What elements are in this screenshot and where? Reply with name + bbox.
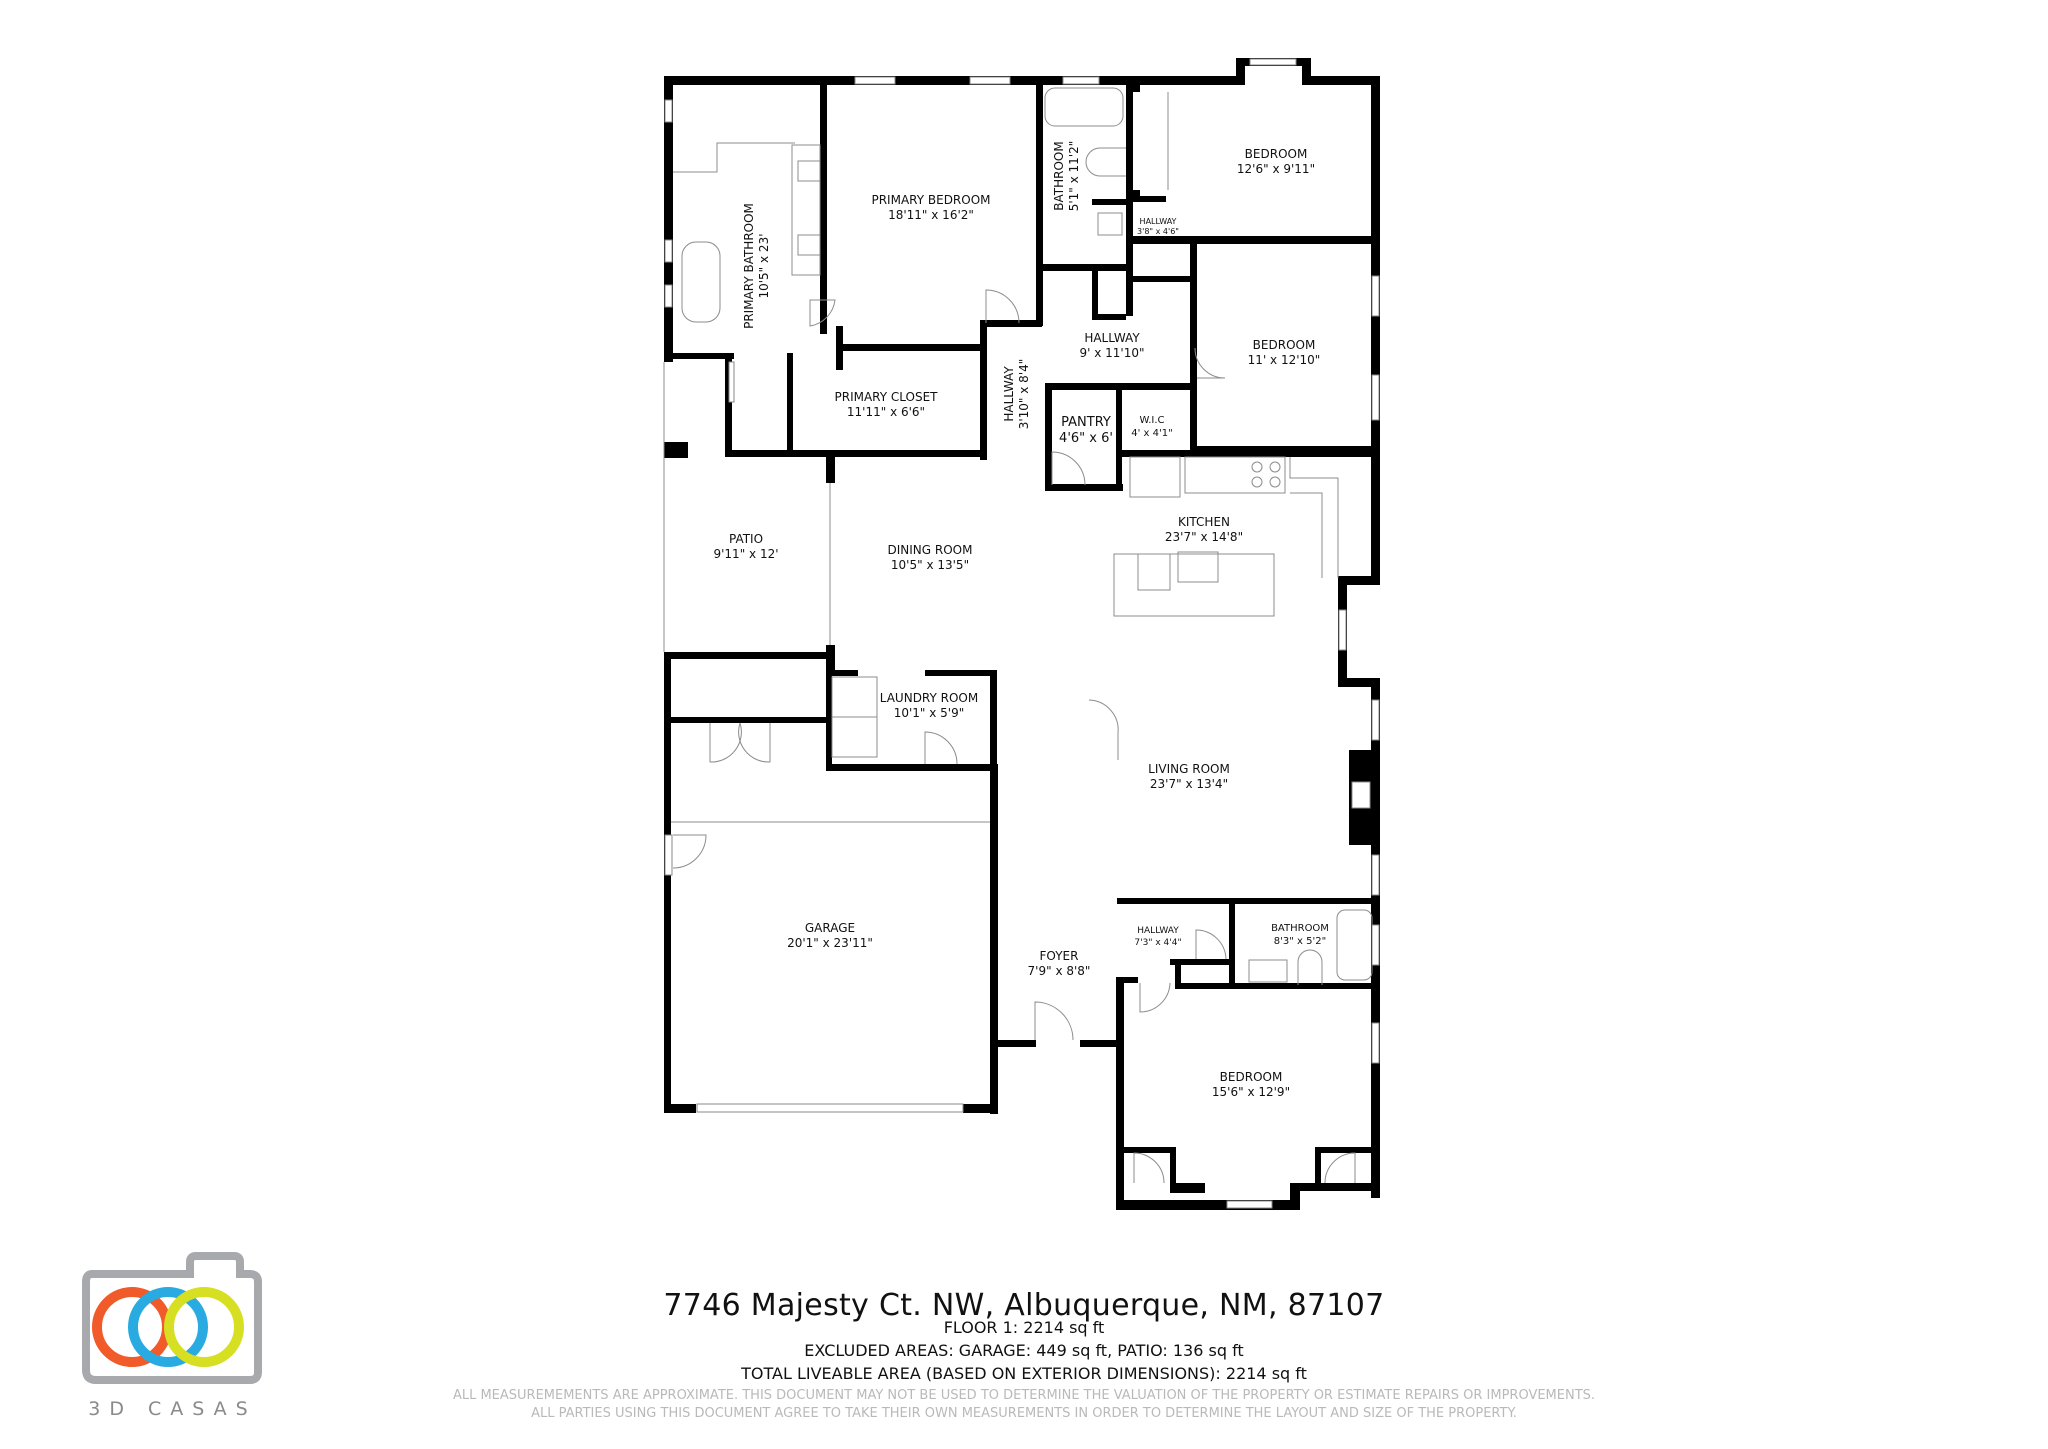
room-name: W.I.C (1139, 415, 1165, 426)
room-primary-bathroom: PRIMARY BATHROOM 10'5" x 23' (742, 203, 772, 329)
camera-icon (82, 1252, 262, 1384)
disclaimer-line-1: ALL MEASUREMEMENTS ARE APPROXIMATE. THIS… (452, 1388, 1596, 1403)
room-size: 10'5" x 13'5" (890, 558, 970, 572)
room-garage: GARAGE 20'1" x 23'11" (787, 921, 873, 951)
room-dining-room: DINING ROOM 10'5" x 13'5" (888, 543, 973, 573)
room-size: 7'3" x 4'4" (1134, 938, 1182, 948)
room-size: 15'6" x 12'9" (1211, 1085, 1291, 1099)
walls (664, 58, 1380, 1210)
room-bathroom-1: BATHROOM 5'1" x 11'2" (1052, 141, 1082, 212)
floor-area: FLOOR 1: 2214 sq ft (943, 1318, 1105, 1337)
room-wic: W.I.C 4' x 4'1" (1131, 414, 1172, 440)
room-name: PRIMARY BEDROOM (871, 193, 991, 207)
company-logo (82, 1252, 262, 1384)
room-living-room: LIVING ROOM 23'7" x 13'4" (1148, 762, 1230, 792)
room-name: HALLWAY (1084, 331, 1140, 345)
room-primary-closet: PRIMARY CLOSET 11'11" x 6'6" (834, 390, 937, 420)
room-size: 5'1" x 11'2" (1067, 140, 1081, 212)
room-name: LAUNDRY ROOM (879, 691, 979, 705)
room-size: 18'11" x 16'2" (888, 208, 974, 222)
room-foyer: FOYER 7'9" x 8'8" (1028, 949, 1091, 979)
windows (664, 58, 1380, 1209)
room-kitchen: KITCHEN 23'7" x 14'8" (1165, 515, 1243, 545)
total-liveable-area: TOTAL LIVEABLE AREA (BASED ON EXTERIOR D… (741, 1364, 1307, 1383)
room-size: 7'9" x 8'8" (1027, 964, 1091, 978)
room-bedroom-3: BEDROOM 15'6" x 12'9" (1212, 1070, 1290, 1100)
room-name: HALLWAY (1137, 926, 1179, 936)
room-size: 4' x 4'1" (1131, 428, 1173, 439)
room-bedroom-2: BEDROOM 11' x 12'10" (1248, 338, 1321, 368)
room-name: PATIO (728, 532, 764, 546)
room-hallway-main: HALLWAY 9' x 11'10" (1079, 331, 1144, 361)
room-size: 4'6" x 6' (1059, 431, 1113, 446)
room-bathroom-2: BATHROOM 8'3" x 5'2" (1271, 922, 1329, 948)
room-size: 23'7" x 14'8" (1164, 530, 1244, 544)
disclaimer-line-2: ALL PARTIES USING THIS DOCUMENT AGREE TO… (531, 1406, 1517, 1421)
room-primary-bedroom: PRIMARY BEDROOM 18'11" x 16'2" (871, 193, 990, 223)
room-size: 23'7" x 13'4" (1149, 777, 1229, 791)
property-address: 7746 Majesty Ct. NW, Albuquerque, NM, 87… (663, 1288, 1385, 1323)
room-size: 10'1" x 5'9" (893, 706, 965, 720)
room-name: KITCHEN (1178, 515, 1230, 529)
room-laundry-room: LAUNDRY ROOM 10'1" x 5'9" (880, 691, 978, 721)
room-name: PRIMARY BATHROOM (742, 203, 756, 329)
room-size: 10'5" x 23' (757, 233, 771, 299)
room-name: HALLWAY (1002, 366, 1016, 422)
room-name: BEDROOM (1219, 1070, 1283, 1084)
room-name: BEDROOM (1244, 147, 1308, 161)
room-size: 9'11" x 12' (713, 547, 779, 561)
room-name: BEDROOM (1252, 338, 1316, 352)
room-size: 11'11" x 6'6" (846, 405, 926, 419)
rings-icon (92, 1287, 244, 1367)
room-name: PANTRY (1061, 415, 1111, 430)
room-name: LIVING ROOM (1148, 762, 1230, 776)
room-name: GARAGE (804, 921, 856, 935)
room-size: 9' x 11'10" (1079, 346, 1145, 360)
room-hallway-small: HALLWAY 3'8" x 4'6" (1137, 217, 1179, 237)
room-name: FOYER (1039, 949, 1079, 963)
excluded-areas: EXCLUDED AREAS: GARAGE: 449 sq ft, PATIO… (804, 1341, 1244, 1360)
room-name: HALLWAY (1139, 217, 1177, 226)
room-size: 11' x 12'10" (1247, 353, 1321, 367)
fixtures (663, 87, 1373, 985)
doors (672, 289, 1356, 1184)
room-size: 8'3" x 5'2" (1273, 936, 1327, 947)
room-patio: PATIO 9'11" x 12' (713, 532, 778, 562)
room-size: 20'1" x 23'11" (787, 936, 873, 950)
room-size: 3'8" x 4'6" (1137, 227, 1179, 236)
room-name: PRIMARY CLOSET (834, 390, 938, 404)
room-hallway-vertical: HALLWAY 3'10" x 8'4" (1002, 359, 1032, 430)
room-name: BATHROOM (1271, 923, 1329, 934)
room-hallway-south: HALLWAY 7'3" x 4'4" (1134, 925, 1181, 949)
room-size: 12'6" x 9'11" (1236, 162, 1316, 176)
room-bedroom-1: BEDROOM 12'6" x 9'11" (1237, 147, 1315, 177)
room-pantry: PANTRY 4'6" x 6' (1059, 415, 1113, 447)
logo-text: 3D CASAS (88, 1398, 257, 1420)
room-size: 3'10" x 8'4" (1017, 358, 1031, 430)
room-name: DINING ROOM (887, 543, 973, 557)
room-name: BATHROOM (1052, 141, 1066, 211)
